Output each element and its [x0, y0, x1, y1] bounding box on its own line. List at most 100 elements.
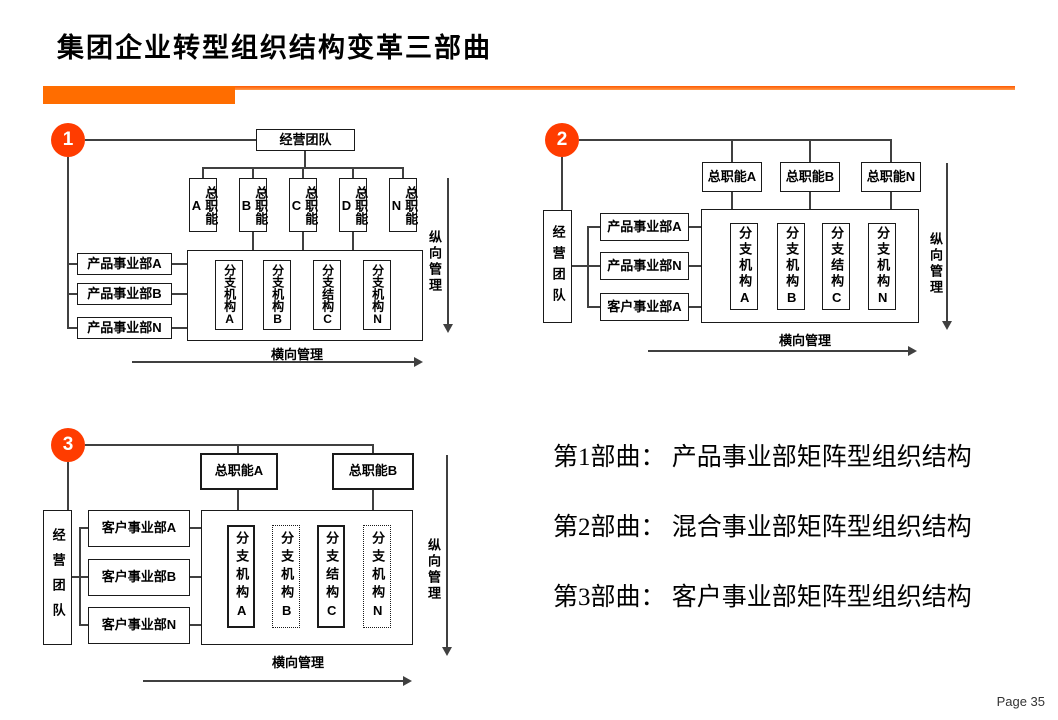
- branch-box: 分支机构A: [730, 223, 758, 310]
- branch-box: 分支机构B: [777, 223, 805, 310]
- branch-box: 分支结构C: [822, 223, 850, 310]
- function-box: 总职能A: [200, 453, 278, 490]
- function-box-label: 总职能D: [339, 185, 369, 225]
- connector: [587, 306, 600, 308]
- summary-line-3: 第3部曲： 客户事业部矩阵型组织结构: [553, 584, 972, 611]
- connector: [689, 226, 701, 228]
- connector: [67, 263, 77, 265]
- horizontal-arrow: [143, 680, 403, 682]
- arrow-right-icon: [414, 357, 423, 367]
- connector: [372, 490, 374, 510]
- branch-box-label: 分支结构C: [320, 264, 335, 326]
- summary-line-2: 第2部曲： 混合事业部矩阵型组织结构: [553, 514, 972, 541]
- step-badge-1: 1: [51, 123, 85, 157]
- arrow-down-icon: [442, 647, 452, 656]
- connector: [190, 576, 201, 578]
- connector: [67, 157, 69, 329]
- function-box: 总职能C: [289, 178, 318, 232]
- connector: [402, 167, 404, 178]
- connector: [579, 139, 892, 141]
- branch-box: 分支结构C: [317, 525, 345, 628]
- branch-box: 分支机构B: [263, 260, 291, 330]
- title-rule-line: [43, 86, 1015, 90]
- vertical-arrow: [447, 178, 449, 326]
- connector: [587, 265, 600, 267]
- connector: [809, 139, 811, 162]
- connector: [237, 444, 239, 453]
- branch-box-label: 分支机构N: [370, 530, 386, 623]
- connector: [172, 263, 187, 265]
- vertical-management-label: 纵向管理: [928, 232, 943, 296]
- function-box: 总职能N: [861, 162, 921, 192]
- horizontal-management-label: 横向管理: [270, 347, 323, 362]
- vertical-management-label: 纵向管理: [427, 230, 442, 294]
- connector: [731, 192, 733, 209]
- connector: [304, 151, 306, 167]
- division-box: 客户事业部A: [600, 293, 689, 321]
- connector: [67, 462, 69, 510]
- connector: [689, 306, 701, 308]
- connector: [202, 167, 204, 178]
- connector: [890, 192, 892, 209]
- branch-box: 分支机构A: [227, 525, 255, 628]
- connector: [79, 624, 88, 626]
- arrow-down-icon: [443, 324, 453, 333]
- connector: [79, 576, 88, 578]
- summary-line-1: 第1部曲： 产品事业部矩阵型组织结构: [553, 444, 972, 471]
- connector: [890, 139, 892, 162]
- branch-box-label: 分支机构A: [222, 264, 237, 326]
- step-badge-2: 2: [545, 123, 579, 157]
- function-box: 总职能B: [780, 162, 840, 192]
- horizontal-management-label: 横向管理: [271, 655, 324, 670]
- branch-box-label: 分支机构N: [875, 225, 891, 308]
- connector: [172, 293, 187, 295]
- function-box: 总职能A: [189, 178, 219, 232]
- connector: [572, 265, 588, 267]
- page-title: 集团企业转型组织结构变革三部曲: [57, 33, 492, 63]
- function-box: 总职能A: [702, 162, 762, 192]
- branch-box: 分支机构N: [868, 223, 896, 310]
- division-box: 产品事业部B: [77, 283, 172, 305]
- horizontal-management-label: 横向管理: [778, 333, 831, 348]
- branch-box: 分支机构B: [272, 525, 300, 628]
- branch-box-label: 分支机构B: [784, 225, 800, 308]
- division-box: 产品事业部N: [600, 252, 689, 280]
- branch-box-label: 分支机构A: [234, 530, 250, 623]
- division-box: 客户事业部B: [88, 559, 190, 596]
- connector: [190, 527, 201, 529]
- vertical-arrow: [446, 455, 448, 649]
- connector: [352, 167, 354, 178]
- connector: [689, 265, 701, 267]
- connector: [67, 327, 77, 329]
- branch-box-label: 分支结构C: [324, 530, 340, 623]
- team-box: 经营团队: [543, 210, 572, 323]
- function-box-label: 总职能B: [239, 185, 269, 225]
- team-box: 经营团队: [256, 129, 355, 151]
- connector: [67, 293, 77, 295]
- division-box: 客户事业部N: [88, 607, 190, 644]
- title-rule-block: [43, 86, 235, 104]
- connector: [72, 576, 81, 578]
- function-box: 总职能D: [339, 178, 369, 232]
- connector: [372, 444, 374, 453]
- function-box: 总职能B: [332, 453, 414, 490]
- branch-box-label: 分支机构A: [737, 225, 753, 308]
- division-box: 客户事业部A: [88, 510, 190, 547]
- connector: [809, 192, 811, 209]
- branch-box-label: 分支机构B: [270, 264, 285, 326]
- connector: [302, 232, 304, 250]
- connector: [237, 490, 239, 510]
- function-box-label: 总职能A: [189, 185, 219, 225]
- connector: [587, 226, 600, 228]
- vertical-management-label: 纵向管理: [426, 538, 441, 602]
- branch-box-label: 分支结构C: [829, 225, 845, 308]
- branch-box: 分支机构N: [363, 260, 391, 330]
- connector: [302, 167, 304, 178]
- connector: [561, 157, 563, 210]
- branch-box-label: 分支机构B: [279, 530, 295, 623]
- function-box: 总职能N: [389, 178, 418, 232]
- connector: [85, 139, 256, 141]
- division-box: 产品事业部A: [600, 213, 689, 241]
- connector: [352, 232, 354, 250]
